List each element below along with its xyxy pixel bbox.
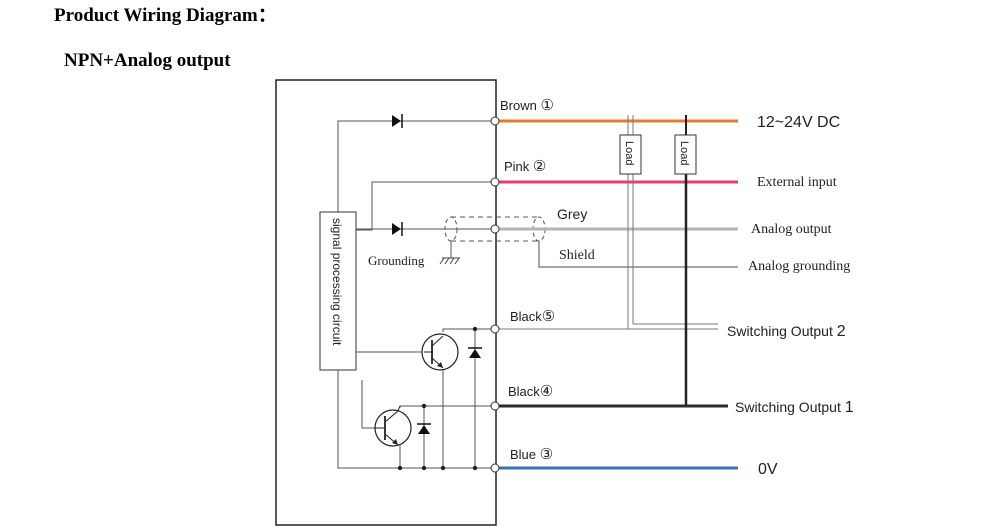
output-label-12-24v-dc: 12~24V DC — [757, 114, 840, 131]
terminal-black-5 — [490, 324, 500, 334]
wire-label-pink: Pink ② — [504, 158, 546, 175]
load-label: Load — [678, 141, 690, 165]
terminal-blue — [490, 463, 500, 473]
sensor-housing — [275, 79, 497, 526]
npn-transistor-icon — [374, 405, 412, 447]
diode-icon — [468, 347, 482, 358]
diode-icon — [417, 423, 431, 434]
junction-dots — [397, 326, 478, 471]
load-resistor-2 — [619, 134, 642, 175]
wire-label-brown: Brown ① — [500, 97, 554, 114]
shield-wire — [538, 241, 738, 268]
shield-enclosure — [444, 216, 546, 258]
output-label-0v: 0V — [758, 461, 778, 478]
wire-label-blue: Blue ③ — [510, 446, 553, 463]
diode-icon — [392, 222, 403, 236]
output-label-analog-output: Analog output — [751, 222, 832, 237]
wire-label-shield: Shield — [559, 248, 595, 263]
npn-transistor-icon — [421, 333, 459, 371]
internal-wiring — [337, 120, 495, 469]
diode-icon — [392, 114, 403, 128]
load-2-wiring — [495, 115, 718, 330]
output-label-switching-output-2: Switching Output 2 — [727, 323, 846, 340]
circuit-label: signal processing circuit — [330, 218, 344, 346]
diagram-subtitle: NPN+Analog output — [64, 50, 231, 71]
output-label-switching-output-1: Switching Output 1 — [735, 399, 854, 416]
wire-label-black-5: Black⑤ — [510, 308, 555, 325]
load-resistor-1 — [674, 134, 697, 175]
signal-processing-circuit-box — [319, 211, 357, 371]
grounding-label: Grounding — [368, 253, 425, 268]
terminal-brown — [490, 116, 500, 126]
terminal-black-4 — [490, 401, 500, 411]
terminal-pink — [490, 177, 500, 187]
output-label-analog-grounding: Analog grounding — [748, 259, 850, 274]
ground-icon — [439, 257, 460, 265]
wire-label-black-4: Black④ — [508, 383, 553, 400]
load-label: Load — [623, 141, 635, 165]
output-label-external-input: External input — [757, 175, 837, 190]
terminal-grey — [490, 224, 500, 234]
wire-label-grey: Grey — [557, 206, 587, 222]
diagram-title: Product Wiring Diagram： — [54, 5, 277, 26]
